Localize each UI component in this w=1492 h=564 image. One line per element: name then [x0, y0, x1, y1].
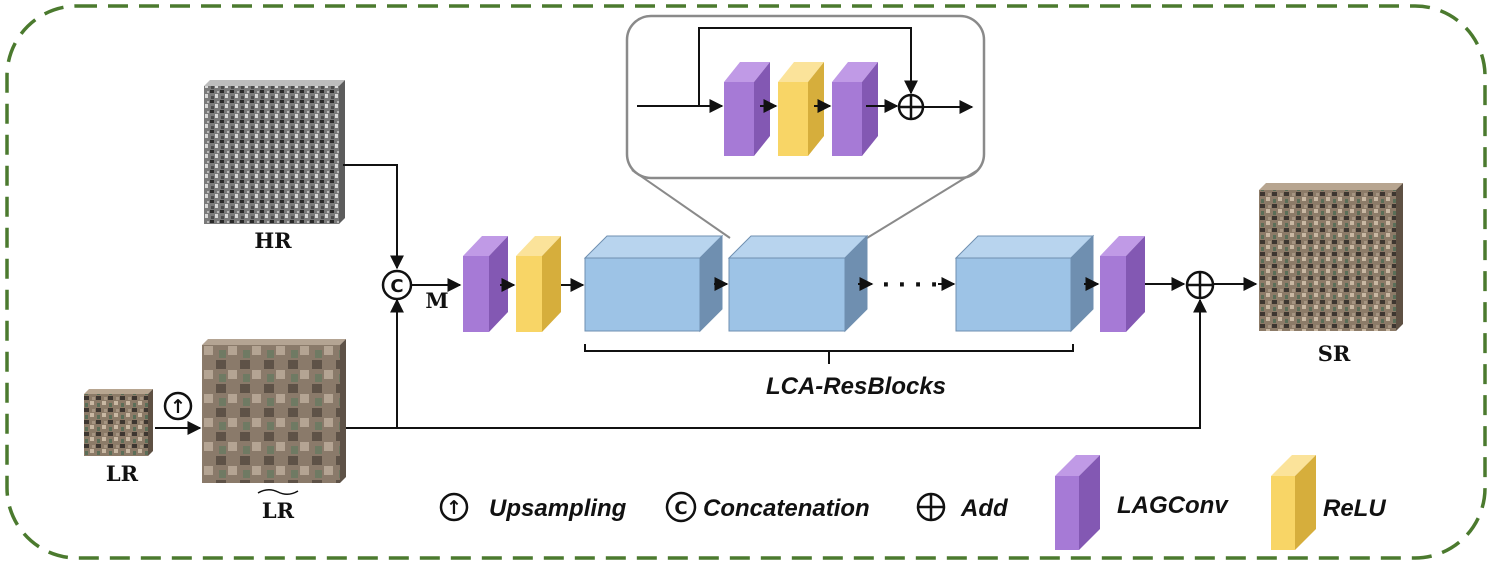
- lr-tilde-label: LR: [257, 489, 299, 523]
- skip-connection: [698, 27, 918, 106]
- legend-upsampling: Upsampling: [489, 495, 627, 522]
- svg-text:↑: ↑: [446, 497, 462, 519]
- hr-label: HR: [254, 228, 292, 253]
- callout-connector-left: [631, 169, 731, 239]
- callout-add-icon: [897, 93, 925, 121]
- callout-lagconv-1: [724, 62, 770, 156]
- legend-lagconv-swatch: [1055, 455, 1100, 550]
- relu-in: [516, 236, 561, 332]
- m-label: M: [425, 288, 448, 313]
- concat-icon: C: [381, 269, 413, 301]
- legend-relu: ReLU: [1323, 495, 1386, 522]
- sr-label: SR: [1318, 341, 1351, 366]
- lr-label: LR: [106, 461, 139, 486]
- lr-upsampled-image: [202, 339, 346, 483]
- svg-text:C: C: [674, 498, 687, 519]
- hr-image: [204, 80, 345, 224]
- legend: ↑ Upsampling C Concatenation Add LAGConv…: [439, 455, 1386, 550]
- outer-frame: [5, 4, 1487, 560]
- svg-text:↑: ↑: [170, 396, 186, 418]
- resblocks-label: LCA-ResBlocks: [766, 373, 946, 400]
- callout-lagconv-2: [832, 62, 878, 156]
- lagconv-out: [1100, 236, 1145, 332]
- svg-text:C: C: [390, 276, 403, 297]
- lr-image: [84, 389, 153, 456]
- lagconv-in: [463, 236, 508, 332]
- legend-concat-icon: C: [665, 491, 697, 523]
- resblock-2: [727, 234, 869, 333]
- hr-to-concat-line: [343, 164, 404, 270]
- ellipsis: · · · ·: [882, 273, 938, 298]
- legend-upsample-icon: ↑: [439, 492, 469, 522]
- resblock-n: [954, 234, 1095, 333]
- legend-concatenation: Concatenation: [703, 495, 870, 522]
- resblocks-brace: [584, 344, 1074, 364]
- resblock-1: [583, 234, 724, 333]
- add-icon: [1185, 270, 1215, 300]
- svg-text:LR: LR: [262, 498, 295, 523]
- legend-add-icon: [916, 492, 946, 522]
- sr-image: [1259, 183, 1403, 331]
- callout-relu: [778, 62, 824, 156]
- legend-add: Add: [960, 495, 1009, 522]
- upsample-icon: ↑: [163, 391, 193, 421]
- upsampled-to-add-line: [346, 298, 1207, 429]
- legend-lagconv: LAGConv: [1117, 492, 1229, 519]
- legend-relu-swatch: [1271, 455, 1316, 550]
- callout-connector-right: [866, 169, 979, 239]
